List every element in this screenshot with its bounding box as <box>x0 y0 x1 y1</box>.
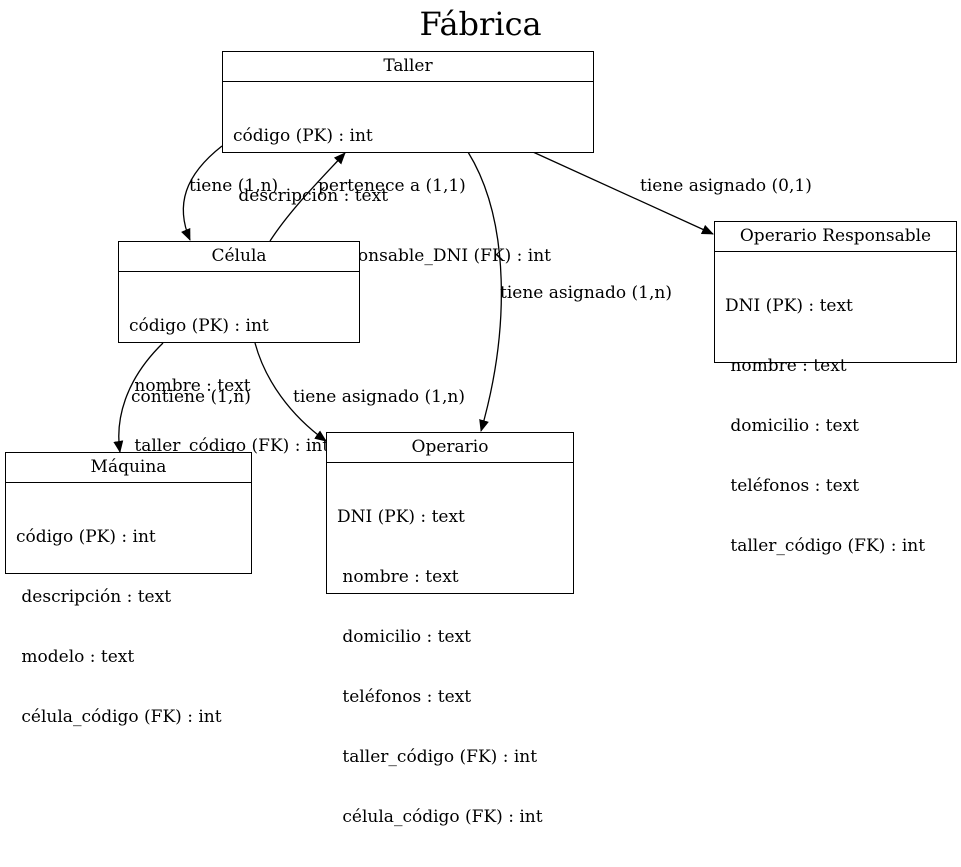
attribute: taller_código (FK) : int <box>725 536 926 556</box>
edge-label-tiene: tiene (1,n) <box>189 176 278 196</box>
entity-name: Operario <box>327 433 573 463</box>
entity-celula: Célula código (PK) : int nombre : text t… <box>118 241 360 456</box>
attribute: código (PK) : int <box>16 527 156 547</box>
attribute: nombre : text <box>725 356 847 376</box>
edge-label-tiene-asignado-celula: tiene asignado (1,n) <box>293 387 465 407</box>
attribute: descripción : text <box>233 186 389 206</box>
edge-taller-operario <box>467 151 502 432</box>
attribute: código (PK) : int <box>129 316 269 336</box>
attribute: nombre : text <box>337 567 459 587</box>
diagram-title: Fábrica <box>419 5 542 43</box>
attribute: modelo : text <box>16 647 135 667</box>
edge-taller-celula <box>181 145 223 241</box>
entity-name: Célula <box>119 242 359 272</box>
edge-label-tiene-asignado-taller: tiene asignado (1,n) <box>500 283 672 303</box>
entity-taller: Taller código (PK) : int descripción : t… <box>222 51 594 266</box>
edge-celula-operario <box>254 342 327 442</box>
edge-label-tiene-asignado-01: tiene asignado (0,1) <box>640 176 812 196</box>
relationship-edges: tiene (1,n) pertenece a (1,1) tiene asig… <box>113 145 812 453</box>
entity-name: Operario Responsable <box>715 222 956 252</box>
attribute: domicilio : text <box>337 627 471 647</box>
attribute: descripción : text <box>16 587 172 607</box>
attribute-list: código (PK) : int nombre : text taller_c… <box>119 272 359 496</box>
entity-maquina: Máquina código (PK) : int descripción : … <box>5 452 252 727</box>
attribute-list: DNI (PK) : text nombre : text domicilio … <box>327 463 573 867</box>
attribute: domicilio : text <box>725 416 859 436</box>
attribute-list: DNI (PK) : text nombre : text domicilio … <box>715 252 956 596</box>
attribute: DNI (PK) : text <box>337 507 465 527</box>
entity-operario: Operario DNI (PK) : text nombre : text d… <box>326 432 574 827</box>
attribute: teléfonos : text <box>725 476 860 496</box>
entity-operario-responsable: Operario Responsable DNI (PK) : text nom… <box>714 221 957 556</box>
edge-celula-taller <box>269 152 346 242</box>
attribute: nombre : text <box>129 376 251 396</box>
edge-taller-operario-responsable <box>532 151 714 235</box>
edge-label-pertenece: pertenece a (1,1) <box>318 176 466 196</box>
edge-celula-maquina <box>113 342 164 453</box>
attribute: taller_código (FK) : int <box>337 747 538 767</box>
attribute-list: código (PK) : int descripción : text mod… <box>6 483 251 767</box>
attribute: taller_código (FK) : int <box>129 436 330 456</box>
attribute: célula_código (FK) : int <box>337 807 543 827</box>
attribute: célula_código (FK) : int <box>16 707 222 727</box>
attribute: DNI (PK) : text <box>725 296 853 316</box>
edge-label-contiene: contiene (1,n) <box>131 387 251 407</box>
attribute: teléfonos : text <box>337 687 472 707</box>
entity-name: Taller <box>223 52 593 82</box>
attribute: código (PK) : int <box>233 126 373 146</box>
entity-name: Máquina <box>6 453 251 483</box>
